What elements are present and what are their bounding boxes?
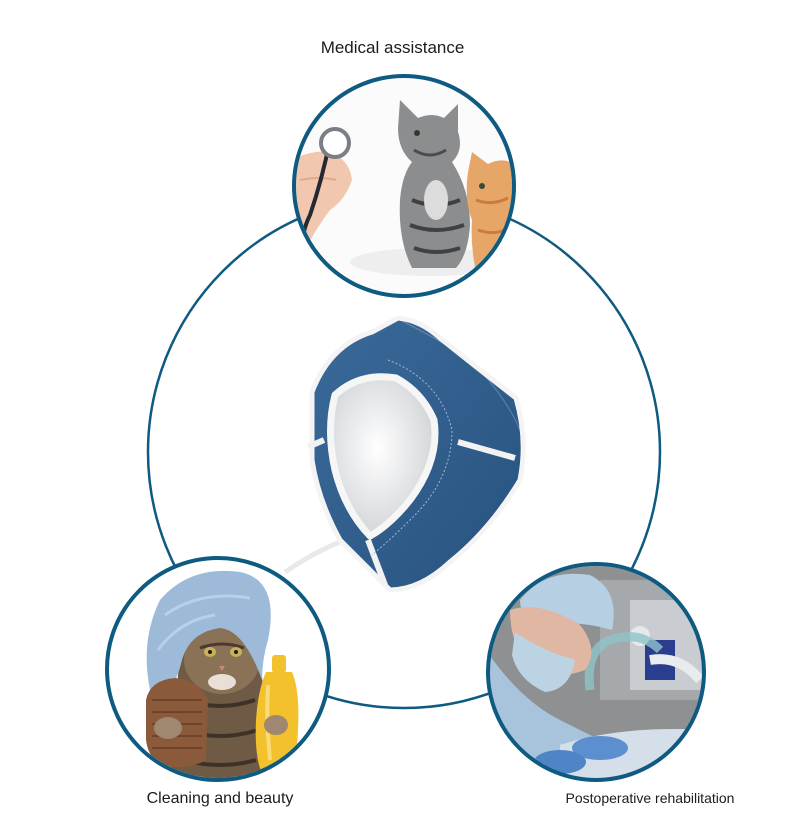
pet-cone-mask-icon xyxy=(283,315,526,593)
node-label-cleaning-and-beauty: Cleaning and beauty xyxy=(146,790,294,807)
node-label-medical-assistance: Medical assistance xyxy=(320,38,465,57)
vet-stethoscope-kittens-photo xyxy=(296,78,512,294)
node-label-postoperative-rehabilitation: Postoperative rehabilitation xyxy=(565,790,735,806)
node-medical-assistance xyxy=(292,74,516,298)
cat-towel-shampoo-photo xyxy=(109,560,327,778)
node-postoperative-rehabilitation xyxy=(486,562,706,782)
node-cleaning-and-beauty xyxy=(105,556,331,782)
